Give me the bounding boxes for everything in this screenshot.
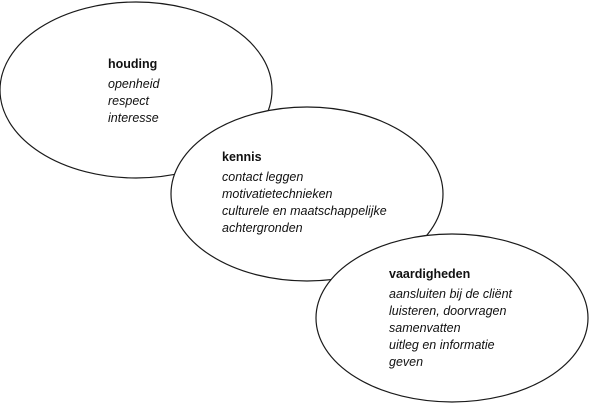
ellipse-houding xyxy=(0,1,273,179)
node-houding: houding openheid respect interesse xyxy=(108,56,159,127)
node-item: aansluiten bij de cliënt xyxy=(389,287,512,301)
node-item: contact leggen xyxy=(222,170,304,184)
ellipse-vaardigheden xyxy=(315,233,589,403)
node-item: geven xyxy=(389,355,424,369)
node-item: achtergronden xyxy=(222,221,303,235)
node-item: interesse xyxy=(108,111,159,125)
node-title: kennis xyxy=(222,150,262,164)
node-item: respect xyxy=(108,94,149,108)
node-title: vaardigheden xyxy=(389,267,471,281)
node-item: motivatietechnieken xyxy=(222,187,333,201)
node-title: houding xyxy=(108,57,158,71)
node-item: samenvatten xyxy=(389,321,461,335)
ellipse-kennis xyxy=(170,106,444,282)
node-item: culturele en maatschappelijke xyxy=(222,204,387,218)
node-item: openheid xyxy=(108,77,160,91)
node-item: luisteren, doorvragen xyxy=(389,304,507,318)
node-kennis: kennis contact leggen motivatietechnieke… xyxy=(222,149,387,237)
node-vaardigheden: vaardigheden aansluiten bij de cliënt lu… xyxy=(389,266,512,371)
node-item: uitleg en informatie xyxy=(389,338,495,352)
